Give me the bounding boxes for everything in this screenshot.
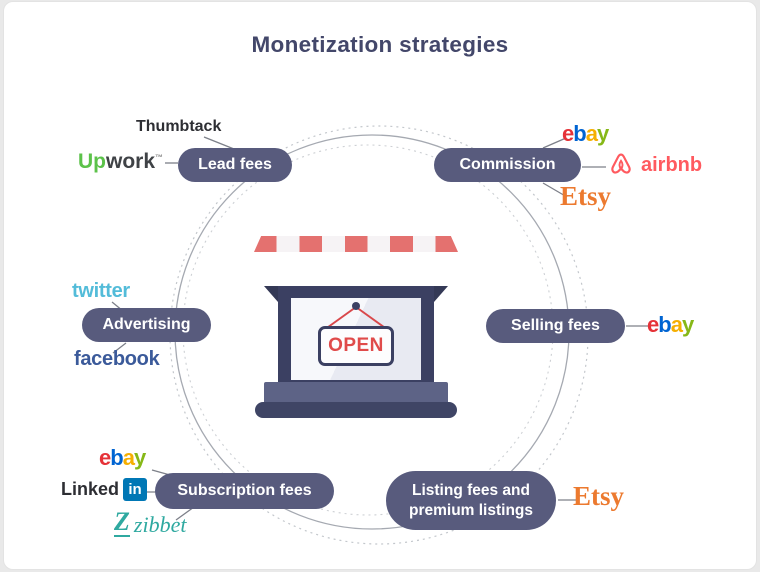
pill-listing-fees-line1: Listing fees and: [412, 482, 530, 500]
airbnb-belo-icon: [611, 153, 631, 174]
page-title: Monetization strategies: [251, 32, 509, 57]
connector-lines: [111, 136, 648, 521]
ebay-logo-commission: ebay: [562, 121, 609, 147]
zibbet-logo-text: zibbet: [133, 511, 187, 537]
line-commission-ebay: [542, 137, 567, 149]
pill-listing-fees: Listing fees and premium listings: [386, 471, 556, 530]
store-roof-corner-left: [264, 286, 278, 302]
upwork-trademark: ™: [155, 153, 164, 162]
ebay-letter-b: b: [573, 121, 586, 146]
pill-subscription-fees-label: Subscription fees: [177, 482, 312, 499]
line-zibbet-subscription: [175, 506, 195, 521]
store-awning: [254, 236, 458, 294]
line-facebook-advertising: [112, 342, 127, 354]
ebay-letter-b: b: [110, 445, 123, 470]
ebay-letter-y: y: [133, 445, 146, 470]
store-awning-top: [254, 236, 458, 252]
upwork-logo-work: work: [106, 150, 156, 173]
storefront-illustration: OPEN: [250, 230, 462, 424]
facebook-logo: facebook: [74, 348, 160, 370]
linkedin-logo-text: Linked: [61, 479, 120, 499]
zibbet-logo: Z zibbet: [114, 509, 186, 537]
open-sign: OPEN: [318, 326, 394, 366]
ebay-logo-selling: ebay: [647, 312, 694, 338]
ebay-letter-a: a: [122, 445, 135, 470]
line-commission-etsy: [542, 182, 568, 198]
linkedin-logo: Linked in: [61, 478, 148, 501]
pill-commission-label: Commission: [459, 156, 556, 173]
etsy-logo-commission: Etsy: [560, 181, 612, 211]
zibbet-z-icon: Z: [114, 507, 130, 537]
linkedin-in-badge-icon: in: [123, 478, 148, 501]
pill-selling-fees: Selling fees: [486, 309, 625, 343]
store-base-bar: [255, 402, 457, 418]
etsy-logo-listing: Etsy: [573, 481, 625, 511]
twitter-logo: twitter: [72, 280, 130, 302]
ebay-letter-b: b: [658, 312, 671, 337]
thumbtack-logo: Thumbtack: [136, 118, 222, 135]
upwork-logo-up: Up: [78, 150, 106, 173]
pill-subscription-fees: Subscription fees: [155, 473, 334, 509]
pill-lead-fees: Lead fees: [178, 148, 292, 182]
ebay-letter-y: y: [681, 312, 694, 337]
ebay-letter-a: a: [585, 121, 598, 146]
pill-commission: Commission: [434, 148, 581, 182]
ebay-letter-y: y: [596, 121, 609, 146]
background-card: [3, 1, 757, 570]
pill-listing-fees-line2: premium listings: [408, 501, 534, 519]
store-base-deck: [264, 382, 448, 405]
ebay-letter-a: a: [670, 312, 683, 337]
ebay-letter-e: e: [562, 121, 574, 146]
upwork-logo: Upwork™: [78, 150, 163, 174]
store-roof-corner-right: [434, 286, 448, 302]
ebay-letter-e: e: [99, 445, 111, 470]
airbnb-logo: airbnb: [606, 149, 702, 181]
cord-pin-dot: [352, 302, 360, 310]
ebay-logo-subscription: ebay: [99, 445, 146, 471]
pill-advertising: Advertising: [82, 308, 211, 342]
pill-lead-fees-label: Lead fees: [198, 156, 272, 173]
line-thumbtack-leadfees: [203, 136, 235, 150]
pill-advertising-label: Advertising: [102, 316, 191, 333]
ebay-letter-e: e: [647, 312, 659, 337]
airbnb-logo-text: airbnb: [641, 153, 703, 176]
open-sign-text: OPEN: [328, 335, 384, 356]
pill-selling-fees-label: Selling fees: [511, 317, 600, 334]
